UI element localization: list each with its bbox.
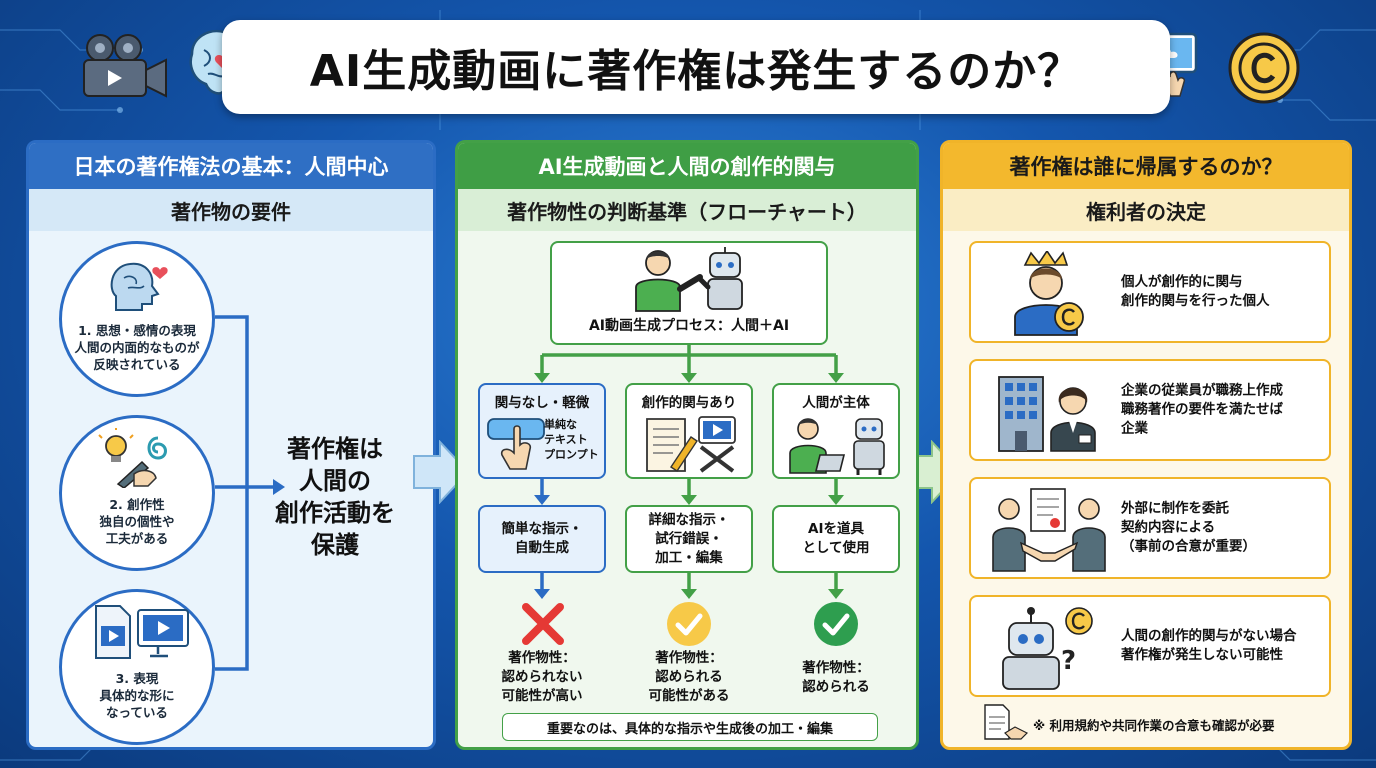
svg-text:?: ?	[1061, 646, 1076, 676]
panel2-header: AI生成動画と人間の創作的関与	[458, 143, 916, 189]
check-yellow-icon	[667, 602, 711, 646]
head-heart-icon	[110, 262, 168, 311]
panel3-header: 著作権は誰に帰属するのか？	[943, 143, 1349, 189]
result-line: 著作物性：	[802, 660, 870, 676]
owner-line: 職務著作の要件を満たせば	[1121, 401, 1283, 418]
cross-icon	[522, 603, 564, 645]
human-laptop-robot-icon	[789, 418, 885, 475]
conclusion-line: 保護	[311, 531, 359, 559]
panel-copyright-basics: 日本の著作権法の基本：人間中心 著作物の要件 1. 思想・感情の表現 人間の内面…	[26, 140, 436, 750]
conclusion-line: 人間の	[299, 467, 371, 495]
requirement-2-line: 工夫がある	[105, 531, 169, 546]
owner-none: ? 人間の創作的関与がない場合 著作権が発生しない可能性	[969, 595, 1331, 697]
result-line: 認められる	[655, 669, 723, 685]
result-line: 著作物性：	[508, 650, 576, 666]
copyright-icon	[1228, 32, 1300, 104]
media-file-icon	[95, 605, 189, 659]
title-banner: AI生成動画に著作権は発生するのか？	[222, 20, 1170, 114]
owner-individual: 個人が創作的に関与 創作的関与を行った個人	[969, 241, 1331, 343]
requirement-3-line: 具体的な形に	[99, 688, 175, 703]
office-employee-icon	[998, 376, 1096, 452]
panel1-subheader: 著作物の要件	[29, 189, 433, 231]
requirement-originality: 2. 創作性 独自の個性や 工夫がある	[59, 415, 215, 571]
branch-1-title: 関与なし・軽微	[494, 395, 590, 411]
result-recognized: 著作物性： 認められる	[766, 659, 906, 697]
handshake-contract-icon	[992, 488, 1106, 572]
panel3-subheader: 権利者の決定	[943, 189, 1349, 231]
requirement-expression: 3. 表現 具体的な形に なっている	[59, 589, 215, 745]
owner-line: 外部に制作を委託	[1121, 500, 1229, 517]
document-handshake-icon	[984, 704, 1029, 740]
script-edit-icon	[646, 416, 736, 473]
result-line: 可能性がある	[648, 688, 730, 704]
step-detailed-instruction: 詳細な指示・試行錯誤・加工・編集	[625, 505, 753, 573]
branch-human-led: 人間が主体	[772, 383, 900, 479]
flowchart-connectors	[534, 345, 844, 599]
result-line: 認められる	[802, 679, 870, 695]
result-line: 著作物性：	[655, 650, 723, 666]
panel1-header: 日本の著作権法の基本：人間中心	[29, 143, 433, 189]
owner-line: 人間の創作的関与がない場合	[1121, 628, 1297, 644]
prompt-text-line: 単純な	[544, 418, 577, 431]
human-robot-icon	[635, 247, 743, 312]
step-simple-instruction: 簡単な指示・自動生成	[478, 505, 606, 573]
robot-question-icon: ?	[1002, 607, 1093, 690]
owner-line: （事前の合意が重要）	[1121, 538, 1256, 555]
branch-3-title: 人間が主体	[802, 395, 870, 411]
step-line: として使用	[802, 540, 870, 556]
conclusion-line: 著作権は	[287, 435, 383, 463]
owner-company: 企業の従業員が職務上作成 職務著作の要件を満たせば 企業	[969, 359, 1331, 461]
page-title: AI生成動画に著作権は発生するのか？	[309, 46, 1083, 97]
key-point-note: 重要なのは、具体的な指示や生成後の加工・編集	[502, 713, 878, 741]
copyright-protects-human-creation: 著作権は 人間の 創作活動を 保護	[265, 433, 405, 561]
step-ai-as-tool: AIを道具として使用	[772, 505, 900, 573]
panel-ai-human-involvement: AI生成動画と人間の創作的関与 著作物性の判断基準（フローチャート）	[455, 140, 919, 750]
prompt-hand-icon	[487, 418, 545, 470]
check-green-icon	[814, 602, 858, 646]
conclusion-line: 創作活動を	[275, 499, 395, 527]
step-line: AIを道具	[808, 521, 864, 537]
owner-line: 契約内容による	[1121, 519, 1216, 536]
step-line: 加工・編集	[655, 549, 723, 566]
step-line: 試行錯誤・	[655, 530, 723, 547]
prompt-text-line: プロンプト	[544, 448, 599, 461]
owner-line: 企業	[1121, 420, 1148, 437]
step-line: 詳細な指示・	[648, 511, 730, 528]
step-line: 自動生成	[515, 540, 569, 556]
panel2-subheader: 著作物性の判断基準（フローチャート）	[458, 189, 916, 231]
panel-copyright-ownership: 著作権は誰に帰属するのか？ 権利者の決定 個人が創作的に関与 創作的関与を行った…	[940, 140, 1352, 750]
requirement-3-line: なっている	[106, 705, 168, 720]
footnote: ※ 利用規約や共同作業の合意も確認が必要	[1033, 718, 1275, 733]
requirement-2-line: 独自の個性や	[99, 514, 175, 529]
owner-line: 創作的関与を行った個人	[1121, 293, 1270, 309]
owner-line: 著作権が発生しない可能性	[1121, 647, 1283, 663]
requirement-thought-emotion: 1. 思想・感情の表現 人間の内面的なものが 反映されている	[59, 241, 215, 397]
prompt-text-line: テキスト	[544, 433, 588, 446]
owner-contract: 外部に制作を委託 契約内容による （事前の合意が重要）	[969, 477, 1331, 579]
result-possibly-recognized: 著作物性： 認められる 可能性がある	[619, 649, 759, 706]
owner-line: 企業の従業員が職務上作成	[1121, 382, 1283, 399]
branch-minimal-involvement: 関与なし・軽微 単純な テキスト プロンプト	[478, 383, 606, 479]
arrow-to-panel2	[413, 440, 470, 504]
process-label: AI動画生成プロセス：人間＋AI	[588, 318, 790, 334]
panel1-connectors	[215, 315, 285, 671]
ai-generation-process: AI動画生成プロセス：人間＋AI	[550, 241, 828, 345]
branch-2-title: 創作的関与あり	[641, 395, 737, 411]
requirement-1-title: 1. 思想・感情の表現	[78, 323, 196, 338]
requirement-2-title: 2. 創作性	[109, 497, 165, 512]
owner-line: 個人が創作的に関与	[1121, 274, 1243, 290]
result-not-recognized: 著作物性： 認められない 可能性が高い	[472, 649, 612, 706]
result-line: 可能性が高い	[501, 688, 583, 704]
lightbulb-pen-icon	[98, 428, 167, 488]
requirement-3-title: 3. 表現	[115, 671, 159, 686]
result-line: 認められない	[501, 669, 583, 685]
step-line: 簡単な指示・	[501, 521, 583, 537]
requirement-1-line: 人間の内面的なものが	[74, 340, 200, 355]
requirement-1-line: 反映されている	[93, 357, 181, 372]
crowned-person-icon	[1014, 251, 1084, 336]
branch-creative-involvement: 創作的関与あり	[625, 383, 753, 479]
video-camera-icon	[83, 34, 167, 98]
